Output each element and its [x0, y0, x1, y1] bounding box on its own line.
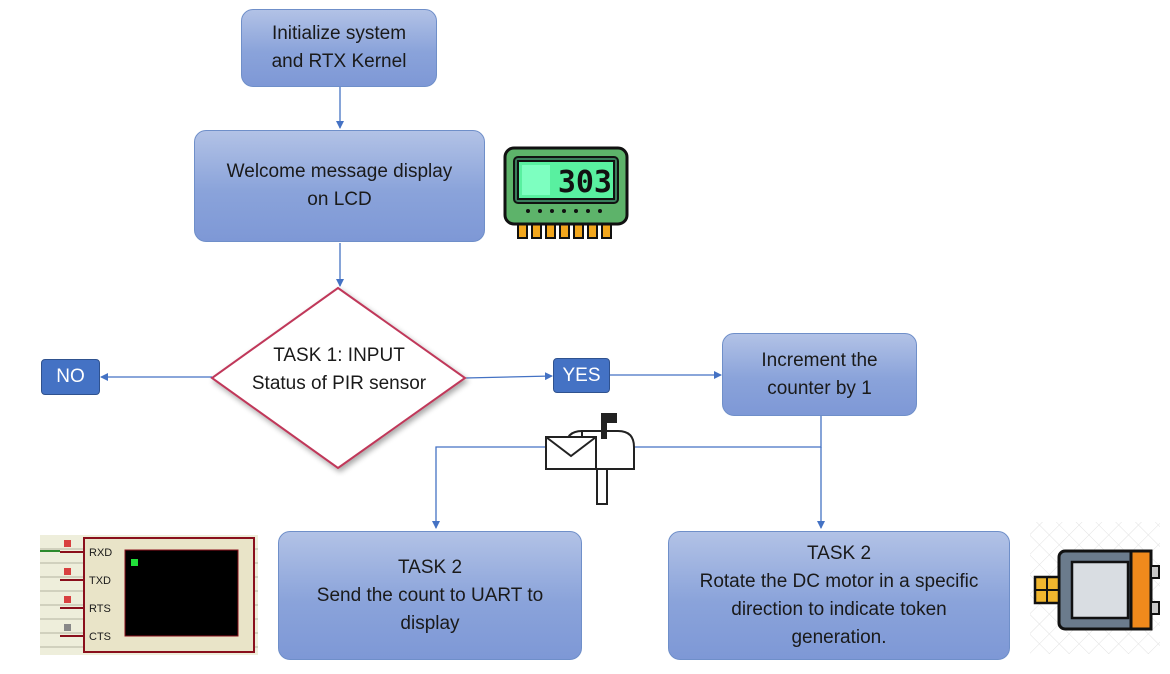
init-node-line2: and RTX Kernel	[271, 51, 407, 72]
dc-motor-icon	[1030, 522, 1160, 654]
init-node: Initialize system and RTX Kernel	[241, 9, 437, 87]
increment-node: Increment the counter by 1	[722, 333, 917, 416]
decision-text: TASK 1: INPUT Status of PIR sensor	[214, 342, 464, 398]
increment-node-line2: counter by 1	[767, 377, 872, 399]
yes-branch-tag: YES	[553, 358, 610, 393]
uart-pin-rxd: RXD	[89, 547, 112, 559]
welcome-node-line2: on LCD	[307, 189, 372, 210]
welcome-node-line1: Welcome message display	[226, 161, 453, 182]
task2-uart-line3: display	[400, 612, 460, 634]
task2-uart-line2: Send the count to UART to	[316, 584, 544, 606]
decision-line2: Status of PIR sensor	[251, 373, 427, 394]
task2-motor-line4: generation.	[791, 626, 887, 648]
uart-pin-txd: TXD	[89, 575, 111, 587]
task2-motor-line2: Rotate the DC motor in a specific	[699, 570, 979, 592]
no-branch-tag: NO	[41, 359, 100, 395]
increment-node-line1: Increment the	[761, 349, 878, 371]
task2-motor-line1: TASK 2	[806, 542, 872, 564]
decision-diamond	[210, 286, 467, 470]
uart-pin-cts: CTS	[89, 631, 111, 643]
mailbox-icon	[545, 413, 635, 505]
lcd-reading: 303	[558, 165, 612, 200]
init-node-line1: Initialize system	[271, 23, 407, 44]
decision-line1: TASK 1: INPUT	[273, 345, 405, 366]
task2-uart-node: TASK 2 Send the count to UART to display	[278, 531, 582, 660]
task2-motor-node: TASK 2 Rotate the DC motor in a specific…	[668, 531, 1010, 660]
lcd-display-icon: 303	[501, 144, 631, 258]
welcome-node: Welcome message display on LCD	[194, 130, 485, 242]
task2-uart-line1: TASK 2	[397, 556, 463, 578]
uart-terminal-icon: RXD TXD RTS CTS	[40, 535, 258, 655]
uart-pin-rts: RTS	[89, 603, 111, 615]
task2-motor-line3: direction to indicate token	[731, 598, 947, 620]
arrow-decision-to-yes	[464, 372, 553, 381]
